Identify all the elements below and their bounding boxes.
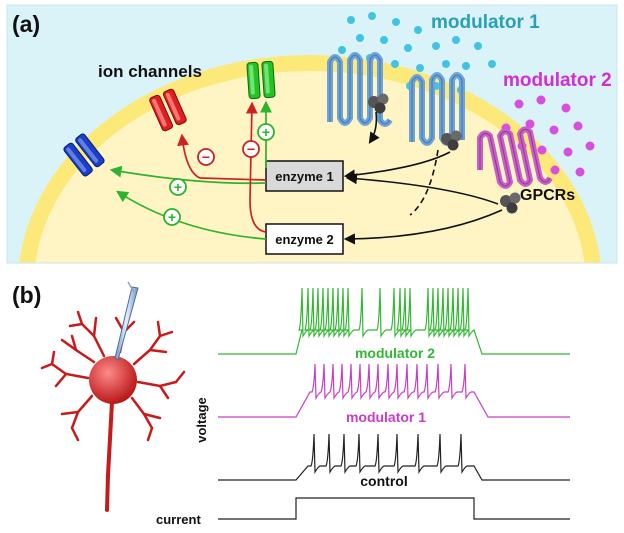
trace-control-label: control [360, 473, 407, 489]
panel-a: (a) ion channels modulator 1 modulator 2… [6, 4, 618, 264]
patch-pipette [114, 281, 139, 361]
g-protein-1 [368, 93, 389, 114]
trace-current [218, 497, 570, 520]
minus-symbol-green-channel: − [242, 140, 260, 158]
modulator-2-label: modulator 2 [503, 70, 612, 91]
dendrites [40, 310, 186, 442]
plus-symbol-green-channel: + [257, 123, 275, 141]
trace-control [218, 433, 570, 481]
enzyme-1-label: enzyme 1 [275, 169, 334, 184]
signaling-arrows [343, 111, 503, 245]
svg-text:−: − [202, 149, 210, 165]
trace-modulator-1 [218, 363, 570, 418]
panel-b-label: (b) [12, 282, 41, 308]
ion-channel-blue [63, 133, 105, 177]
ion-channels-label: ion channels [98, 62, 202, 81]
enzyme-1-box: enzyme 1 [265, 160, 344, 192]
svg-text:+: + [168, 209, 176, 225]
g-protein-3 [500, 192, 521, 214]
panel-b: (b) voltage current [12, 281, 570, 527]
minus-symbol-red-channel: − [197, 148, 215, 166]
svg-text:+: + [174, 179, 182, 195]
trace-modulator-2-label: modulator 2 [355, 345, 435, 361]
gpcr-receptor-2 [409, 72, 465, 151]
soma [89, 356, 137, 404]
ion-channel-green [246, 60, 276, 100]
enzyme-2-label: enzyme 2 [275, 232, 334, 247]
ion-channel-red [149, 88, 187, 132]
inhibition-arrows [177, 101, 267, 233]
gpcr-receptor-1 [327, 52, 393, 127]
plus-symbol-enzyme-2: + [163, 208, 181, 226]
panel-a-label: (a) [12, 11, 40, 37]
svg-text:−: − [247, 141, 255, 157]
svg-text:+: + [262, 124, 270, 140]
neuron-illustration [40, 281, 186, 512]
enzyme-2-box: enzyme 2 [265, 223, 344, 255]
trace-modulator-2 [218, 287, 570, 355]
gpcrs-label: GPCRs [520, 187, 575, 204]
plus-symbol-enzyme-1: + [169, 178, 187, 196]
g-protein-2 [441, 130, 462, 151]
current-label: current [156, 512, 201, 527]
modulator-1-label: modulator 1 [431, 12, 540, 33]
voltage-traces [218, 287, 570, 520]
gpcr-receptor-3 [477, 126, 553, 214]
voltage-axis-label: voltage [194, 397, 209, 443]
axon [105, 400, 114, 512]
trace-modulator-1-label: modulator 1 [346, 409, 426, 425]
